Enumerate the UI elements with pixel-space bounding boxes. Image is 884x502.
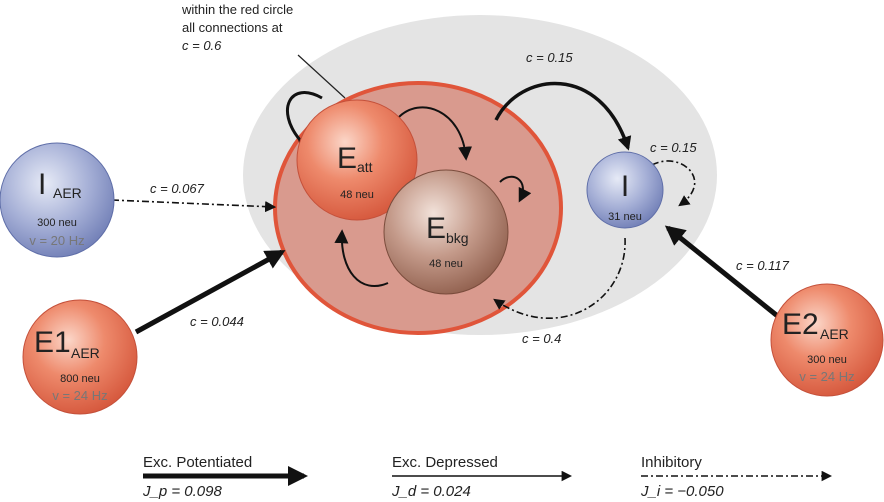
edge-iaer-to-exc [111, 199, 277, 213]
legend-inhibitory-label: Inhibitory [641, 454, 702, 471]
label-e2-to-i: c = 0.117 [736, 258, 790, 273]
annotation-line-2: all connections at [182, 20, 283, 35]
edge-eatt-self [285, 91, 323, 157]
legend: Exc. Potentiated J_p = 0.098 Exc. Depres… [142, 454, 833, 500]
node-i-name: I [621, 170, 629, 203]
node-e2-aer-sub: AER [820, 326, 849, 342]
label-exc-to-i: c = 0.15 [526, 50, 573, 65]
node-i-aer-count: 300 neu [37, 217, 77, 229]
annotation-line-3: c = 0.6 [182, 38, 222, 53]
legend-potentiated-label: Exc. Potentiated [143, 454, 252, 471]
node-e-bkg-count: 48 neu [429, 258, 463, 270]
legend-inhibitory-j: J_i = −0.050 [640, 483, 724, 500]
annotation-pointer [297, 54, 346, 99]
node-e1-aer-count: 800 neu [60, 373, 100, 385]
node-e-att-sub: att [357, 159, 373, 175]
node-e1-aer-name: E1 [34, 326, 71, 359]
node-i-aer: I AER 300 neu v = 20 Hz [0, 142, 115, 258]
legend-item-potentiated: Exc. Potentiated J_p = 0.098 [142, 454, 308, 500]
node-e2-aer: E2 AER 300 neu v = 24 Hz [770, 283, 884, 397]
annotation-line-1: within the red circle [181, 2, 293, 17]
node-e2-aer-rate: v = 24 Hz [799, 369, 854, 384]
label-i-self: c = 0.15 [650, 140, 697, 155]
node-e-bkg-sub: bkg [446, 230, 469, 246]
legend-item-inhibitory: Inhibitory J_i = −0.050 [640, 454, 833, 500]
node-e-att: E att 48 neu [296, 99, 418, 221]
node-e1-aer-sub: AER [71, 345, 100, 361]
node-i: I 31 neu [586, 151, 664, 229]
node-e2-aer-name: E2 [782, 308, 819, 341]
edge-i-to-exc [493, 237, 626, 319]
node-e-bkg: E bkg 48 neu [383, 169, 509, 295]
node-e1-aer-rate: v = 24 Hz [52, 388, 107, 403]
node-i-aer-rate: v = 20 Hz [29, 233, 84, 248]
node-e-att-name: E [337, 142, 357, 175]
node-e1-aer: E1 AER 800 neu v = 24 Hz [22, 299, 138, 415]
legend-depressed-label: Exc. Depressed [392, 454, 498, 471]
node-e-bkg-name: E [426, 212, 446, 245]
legend-item-depressed: Exc. Depressed J_d = 0.024 [391, 454, 573, 500]
node-e2-aer-count: 300 neu [807, 354, 847, 366]
label-e1-to-exc: c = 0.044 [190, 314, 244, 329]
edge-e2-to-i [664, 225, 782, 320]
node-i-aer-name: I [38, 168, 46, 201]
edge-eatt-to-ebkg [397, 106, 473, 161]
label-i-to-exc: c = 0.4 [522, 331, 561, 346]
legend-depressed-j: J_d = 0.024 [391, 483, 471, 500]
legend-potentiated-j: J_p = 0.098 [142, 483, 222, 500]
node-i-aer-sub: AER [53, 185, 82, 201]
node-i-count: 31 neu [608, 211, 642, 223]
edge-ebkg-to-eatt [334, 229, 389, 288]
edge-i-self [651, 160, 696, 207]
node-e-att-count: 48 neu [340, 189, 374, 201]
label-iaer-to-exc: c = 0.067 [150, 181, 205, 196]
edge-exc-to-i [494, 81, 632, 151]
edge-ebkg-self [499, 175, 532, 203]
edge-e1-to-exc [134, 249, 286, 335]
